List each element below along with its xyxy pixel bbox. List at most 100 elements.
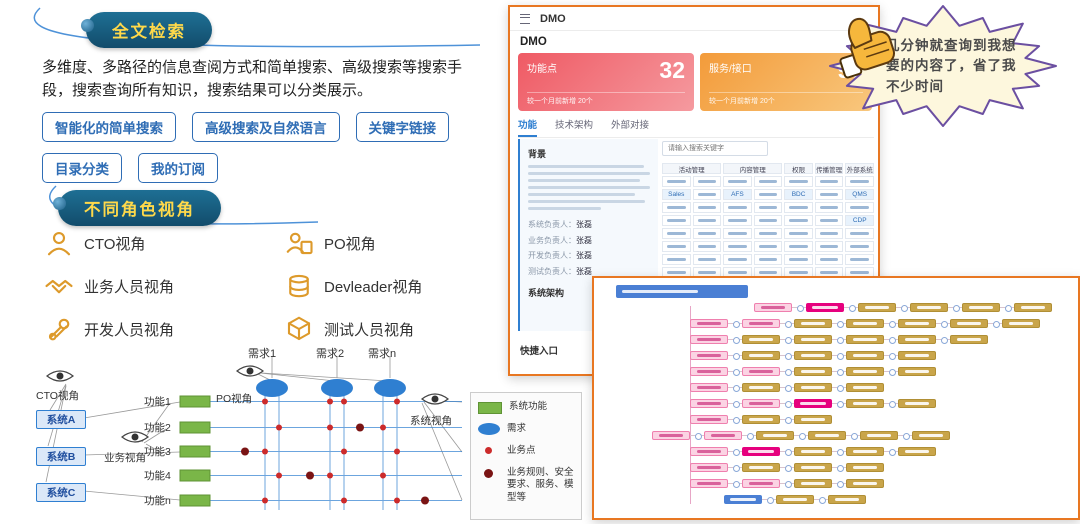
feature-tag: 智能化的简单搜索 — [42, 112, 176, 142]
role-item: CTO视角 — [44, 228, 284, 258]
flow-connector — [884, 335, 898, 344]
flow-connector — [780, 351, 794, 360]
flow-node-magenta — [794, 398, 832, 408]
grid-cell — [753, 241, 783, 252]
flow-connector — [832, 335, 846, 344]
flow-node-gold — [742, 414, 780, 424]
flow-connector — [832, 383, 846, 392]
flow-connector — [884, 367, 898, 376]
legend-label: 系统功能 — [509, 401, 548, 412]
grid-cell — [845, 241, 874, 252]
flow-connector — [832, 479, 846, 488]
flow-connector — [792, 303, 806, 312]
role-item: 开发人员视角 — [44, 314, 284, 344]
grid-group-cell[interactable]: AFS — [723, 189, 752, 200]
flow-node-pink — [742, 478, 780, 488]
grid-cell — [723, 254, 752, 265]
business-point-dots — [262, 398, 400, 504]
flow-connector — [780, 463, 794, 472]
feature-tag: 目录分类 — [42, 153, 122, 183]
tab-技术架构[interactable]: 技术架构 — [555, 120, 594, 131]
flow-node-gold — [846, 366, 884, 376]
grid-cell — [692, 189, 722, 200]
flow-connector — [936, 335, 950, 344]
grid-cell — [753, 215, 783, 226]
flow-node-pink — [690, 462, 728, 472]
search-input[interactable] — [662, 141, 768, 156]
flow-node-gold — [794, 334, 832, 344]
flow-node-gold — [846, 382, 884, 392]
grid-cell — [753, 189, 783, 200]
func-label: 功能3 — [144, 446, 171, 458]
flow-connector — [780, 335, 794, 344]
tab-外部对接[interactable]: 外部对接 — [611, 120, 650, 131]
flow-connector — [832, 463, 846, 472]
flow-node-gold — [794, 462, 832, 472]
flow-connector — [832, 447, 846, 456]
flow-node-gold — [794, 446, 832, 456]
req-label: 需求n — [368, 348, 397, 360]
dmo-app-title: DMO — [540, 12, 566, 25]
grid-cell — [784, 228, 813, 239]
quick-entry-link[interactable]: 快捷入口 — [520, 346, 559, 357]
grid-cell — [814, 202, 844, 213]
flow-connector — [898, 431, 912, 440]
flow-node-gold — [898, 350, 936, 360]
flow-connector — [728, 463, 742, 472]
role-label: 测试人员视角 — [324, 321, 415, 339]
eye-label: CTO视角 — [36, 390, 79, 402]
metric-label: 功能点 — [527, 64, 557, 75]
grid-group-cell[interactable]: QMS — [845, 189, 874, 200]
grid-cell — [814, 176, 844, 187]
grid-cell — [753, 202, 783, 213]
section-banner-roles: 不同角色视角 — [53, 190, 221, 226]
grid-cell — [723, 241, 752, 252]
grid-cell — [662, 241, 691, 252]
person-icon — [44, 228, 74, 258]
flow-connector — [948, 303, 962, 312]
grid-cell — [692, 215, 722, 226]
grid-group-cell[interactable]: BDC — [784, 189, 813, 200]
flow-node-gold — [962, 302, 1000, 312]
flow-connector — [728, 319, 742, 328]
flow-connector — [780, 447, 794, 456]
feature-tag: 高级搜索及自然语言 — [192, 112, 340, 142]
tab-功能[interactable]: 功能 — [518, 117, 538, 137]
green-swatch — [478, 402, 502, 414]
flow-node-gold — [1002, 318, 1040, 328]
metric-card-function-points: 功能点 32 较一个月前新增 20个 — [518, 53, 694, 111]
dmo-page-title: DMO — [520, 36, 547, 48]
legend-item: 业务点 — [478, 445, 574, 458]
background-title: 背景 — [528, 149, 547, 159]
owner-label: 测试负责人： — [528, 266, 576, 276]
flow-node-pink — [690, 334, 728, 344]
hamburger-icon[interactable] — [520, 13, 530, 24]
intro-text: 多维度、多路径的信息查阅方式和简单搜索、高级搜索等搜索手段，搜索查询所有知识，搜… — [42, 59, 463, 100]
flow-connector — [832, 399, 846, 408]
eye-label: PO视角 — [216, 393, 253, 405]
dmo-header: DMO — [510, 7, 878, 31]
flow-node-gold — [846, 350, 884, 360]
flow-connector — [742, 431, 756, 440]
grid-cell — [662, 254, 691, 265]
grid-cell — [692, 202, 722, 213]
flow-node-pink — [742, 318, 780, 328]
background-paragraph-skeleton — [528, 165, 650, 210]
flow-connector — [728, 367, 742, 376]
flowchart-row — [690, 462, 884, 472]
grid-group-cell[interactable]: CDP — [845, 215, 874, 226]
flow-connector — [780, 319, 794, 328]
flow-connector — [728, 447, 742, 456]
flowchart-row — [690, 478, 884, 488]
flow-node-gold — [742, 350, 780, 360]
flow-node-pink — [690, 478, 728, 488]
grid-group-cell[interactable]: Sales — [662, 189, 691, 200]
flow-node-gold — [950, 318, 988, 328]
flow-connector — [728, 335, 742, 344]
flow-node-pink — [690, 318, 728, 328]
req-label: 需求2 — [316, 348, 345, 360]
metric-subtext: 较一个月前新增 20个 — [527, 92, 685, 106]
flow-node-gold — [794, 382, 832, 392]
role-label: CTO视角 — [84, 235, 146, 253]
